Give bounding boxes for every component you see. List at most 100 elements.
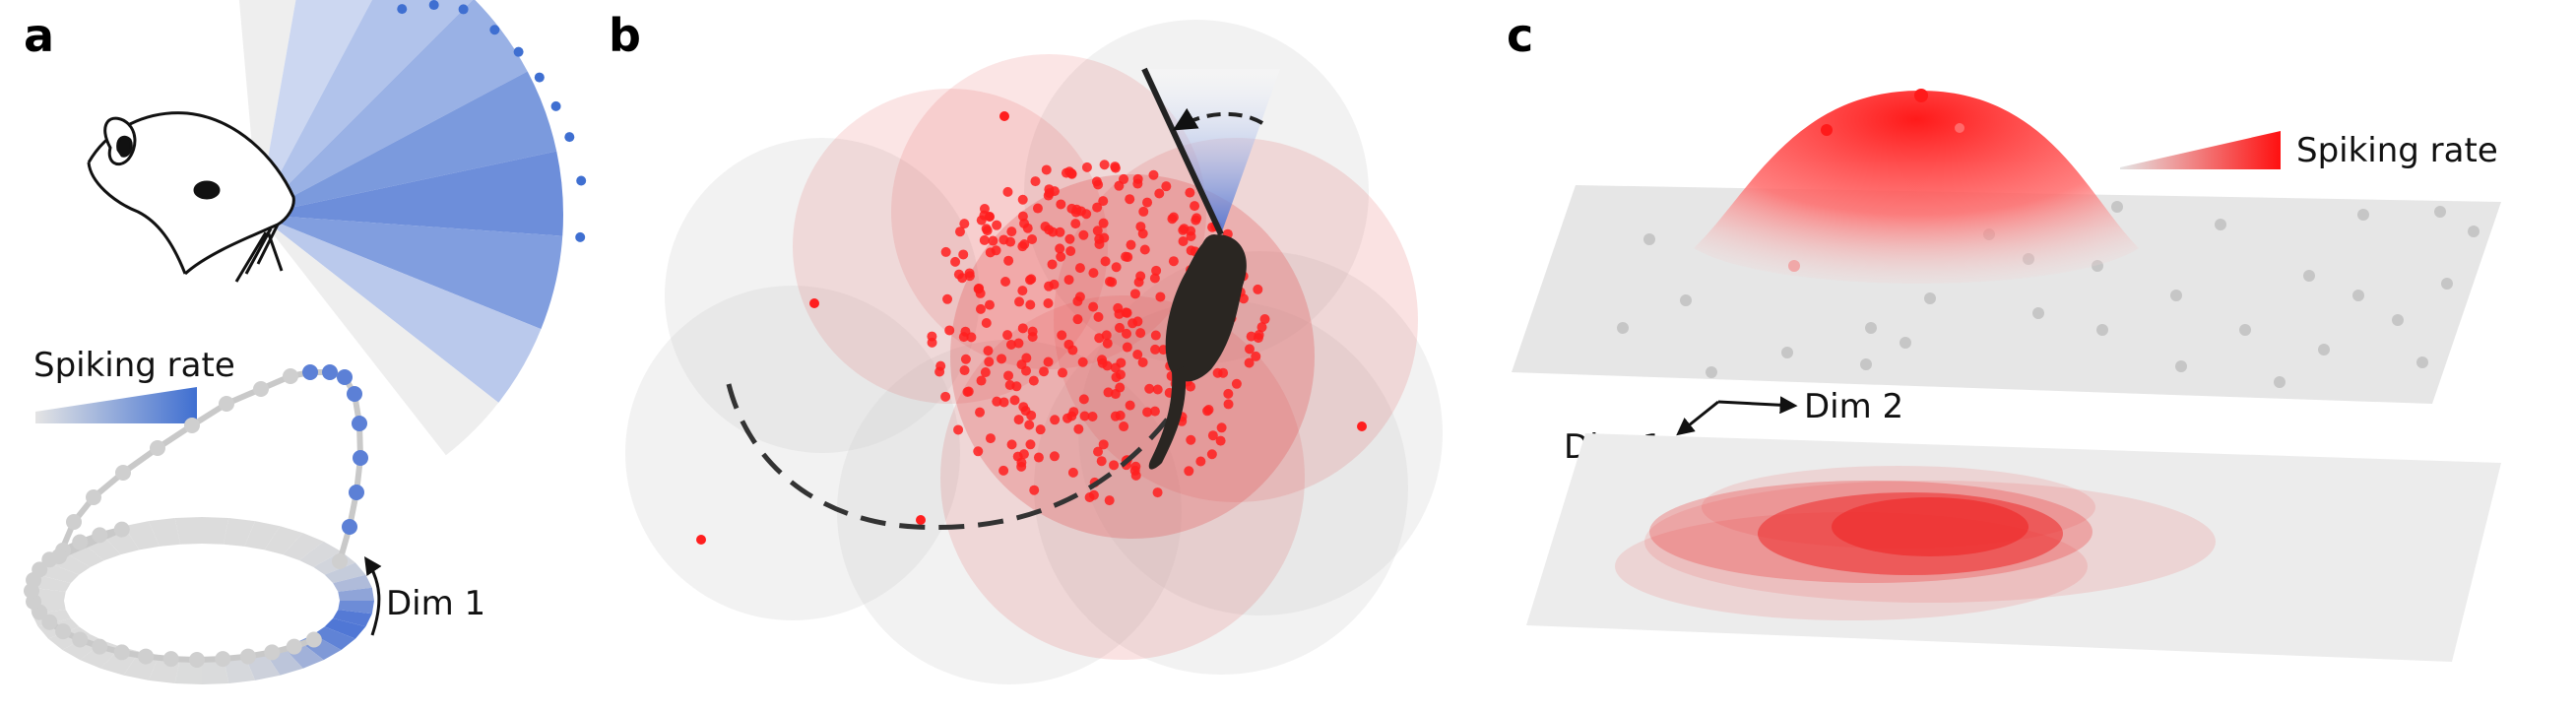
plane-dot bbox=[1865, 322, 1877, 334]
trajectory-bead bbox=[352, 416, 367, 431]
spike-dot bbox=[1130, 461, 1141, 472]
spike-dot bbox=[1110, 162, 1121, 172]
spike-dot bbox=[1195, 456, 1206, 467]
spike-dot bbox=[1016, 359, 1027, 370]
spike-dot bbox=[1033, 452, 1044, 463]
mouse-head-drawing bbox=[87, 111, 295, 283]
spike-dot bbox=[1078, 229, 1089, 240]
fan-spike-dot bbox=[550, 100, 561, 111]
spike-dot bbox=[1039, 366, 1050, 377]
spike-dot bbox=[1094, 333, 1105, 344]
trajectory-bead bbox=[92, 638, 108, 655]
trajectory-bead bbox=[184, 418, 200, 433]
fan-wedge bbox=[258, 71, 557, 216]
panel-c-letter: c bbox=[1507, 9, 1533, 62]
spike-dot bbox=[1100, 256, 1111, 267]
spike-dot bbox=[959, 219, 970, 229]
spike-dot bbox=[1078, 394, 1089, 405]
spike-dot bbox=[973, 446, 984, 457]
spike-dot bbox=[1028, 375, 1039, 386]
spike-dot bbox=[1035, 424, 1046, 435]
trajectory-bead bbox=[215, 651, 231, 668]
spike-dot bbox=[997, 354, 1007, 364]
ring-segment bbox=[324, 617, 366, 639]
spike-dot bbox=[1084, 491, 1095, 502]
spike-dot bbox=[1091, 176, 1102, 187]
spike-dot bbox=[1135, 222, 1146, 232]
plane-dot bbox=[2239, 324, 2251, 336]
spike-dot bbox=[1119, 173, 1129, 184]
spike-dot bbox=[1125, 400, 1135, 411]
spike-dot bbox=[1057, 330, 1067, 341]
spike-dot bbox=[998, 397, 1009, 408]
bump-dots bbox=[1788, 89, 1964, 272]
spike-dot bbox=[1207, 430, 1218, 441]
spike-dot bbox=[1067, 467, 1078, 478]
plane-dot bbox=[2111, 201, 2123, 213]
spike-dot bbox=[1132, 178, 1143, 189]
panel-b-letter: b bbox=[609, 9, 641, 62]
fan-wedge bbox=[258, 215, 499, 456]
spike-dot bbox=[1055, 243, 1065, 254]
spike-dot bbox=[1122, 342, 1132, 353]
spike-dot bbox=[1025, 439, 1036, 450]
spike-dot bbox=[1133, 277, 1144, 288]
spike-dot bbox=[1115, 382, 1126, 393]
trajectory-bead bbox=[349, 485, 364, 500]
dim2-arrow bbox=[1717, 396, 1798, 415]
lower-plane-ellipses bbox=[1615, 466, 2216, 620]
spike-dot bbox=[1154, 188, 1165, 199]
panel-a-letter: a bbox=[24, 9, 54, 62]
spike-dot bbox=[953, 269, 964, 280]
fan-wedge bbox=[258, 215, 563, 330]
plane-dot bbox=[2392, 314, 2404, 326]
trajectory-bead bbox=[138, 648, 155, 665]
spike-dot bbox=[1253, 284, 1263, 294]
spike-dot bbox=[1178, 236, 1189, 247]
gaussian-bump bbox=[1694, 91, 2139, 284]
trajectory-bead bbox=[302, 364, 318, 380]
spike-dot bbox=[1056, 199, 1066, 210]
spike-dot bbox=[1005, 339, 1016, 350]
spike-dot bbox=[958, 249, 969, 260]
ring-segment bbox=[62, 634, 105, 661]
spike-dot bbox=[980, 367, 991, 378]
ring-segment bbox=[264, 526, 303, 555]
spike-dot bbox=[1056, 251, 1066, 262]
panel-a-dim1-label: Dim 1 bbox=[386, 584, 485, 623]
spike-dot bbox=[1092, 202, 1103, 213]
spike-dot bbox=[696, 535, 706, 545]
spike-dot bbox=[1009, 395, 1020, 406]
spike-dot bbox=[1125, 194, 1135, 205]
trajectory-bead bbox=[92, 527, 108, 544]
fan-spike-dot bbox=[428, 0, 439, 11]
spike-dot bbox=[1113, 302, 1124, 313]
spike-dot bbox=[1027, 233, 1038, 244]
spike-dot bbox=[1081, 162, 1092, 172]
spike-dot bbox=[988, 235, 998, 246]
spike-dot bbox=[1004, 380, 1015, 391]
heading-line bbox=[1141, 67, 1224, 236]
spike-dot bbox=[1144, 383, 1155, 394]
panel-a: a Spiking rate Dim 1 bbox=[24, 0, 587, 684]
plane-dot bbox=[2352, 290, 2364, 301]
plane-dot bbox=[2441, 278, 2453, 290]
spike-dot bbox=[1115, 410, 1126, 421]
dim1-arrow bbox=[1676, 400, 1719, 436]
spike-dot bbox=[1114, 322, 1125, 333]
ring-segment bbox=[298, 541, 342, 567]
spike-dot bbox=[940, 246, 951, 257]
trajectory-bead bbox=[253, 381, 269, 397]
spike-dot bbox=[1186, 434, 1196, 445]
ring-segment bbox=[37, 562, 80, 584]
ring-segment bbox=[148, 518, 181, 547]
plane-dot bbox=[1680, 294, 1692, 306]
spike-dot bbox=[1121, 251, 1131, 262]
spike-dot bbox=[998, 465, 1009, 476]
spike-dot bbox=[1092, 226, 1103, 236]
spike-dot bbox=[979, 234, 990, 245]
spike-dot bbox=[992, 396, 1002, 407]
ring-segment bbox=[174, 517, 202, 545]
spike-dot bbox=[985, 247, 996, 258]
panel-b: b bbox=[609, 9, 1443, 684]
